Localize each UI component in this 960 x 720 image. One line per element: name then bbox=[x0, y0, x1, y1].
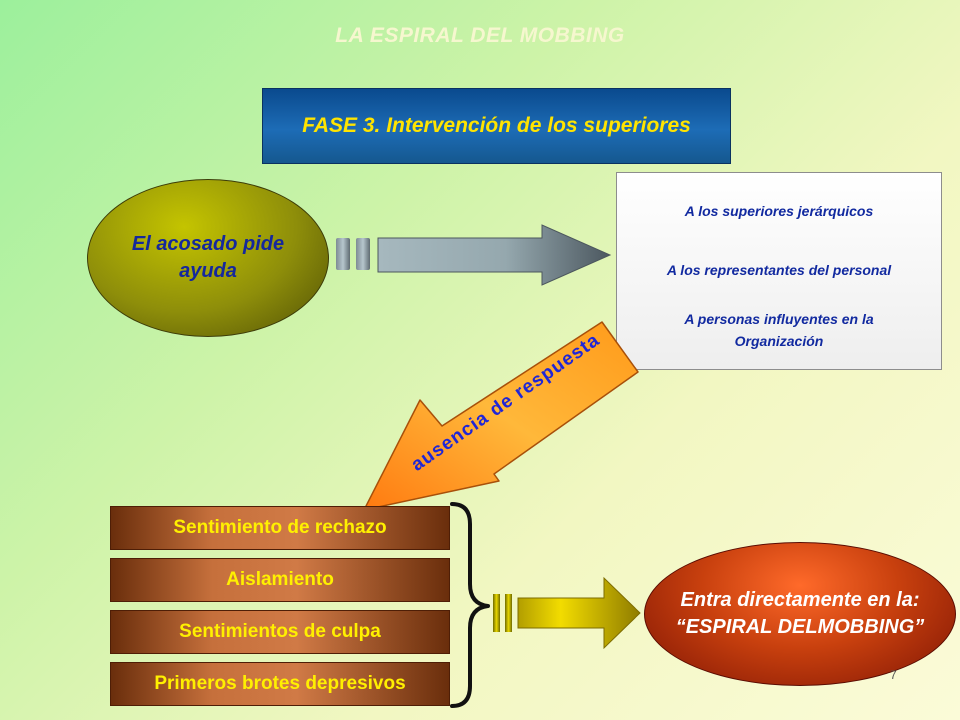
phase-title: FASE 3. Intervención de los superiores bbox=[302, 114, 691, 137]
target-superiors: A los superiores jerárquicos bbox=[684, 203, 874, 219]
target-representatives: A los representantes del personal bbox=[666, 262, 892, 278]
right-arrow-icon bbox=[517, 576, 641, 650]
feeling-label: Primeros brotes depresivos bbox=[154, 673, 406, 694]
phase-title-box: FASE 3. Intervención de los superiores bbox=[262, 88, 731, 164]
feeling-label: Aislamiento bbox=[226, 569, 334, 590]
arrow-bar bbox=[356, 238, 370, 270]
slide-number: 7 bbox=[890, 668, 897, 682]
arrow-bar bbox=[505, 594, 512, 632]
feeling-guilt: Sentimientos de culpa bbox=[110, 610, 450, 654]
right-brace-icon bbox=[450, 502, 490, 708]
target-organization: Organización bbox=[734, 333, 824, 349]
arrow-bar bbox=[336, 238, 350, 270]
feeling-label: Sentimiento de rechazo bbox=[173, 517, 387, 538]
feeling-rejection: Sentimiento de rechazo bbox=[110, 506, 450, 550]
diagonal-arrow-icon bbox=[363, 321, 639, 511]
mobbing-spiral-ellipse: Entra directamente en la: “ESPIRAL DELMO… bbox=[644, 542, 956, 686]
slide-title: LA ESPIRAL DEL MOBBING bbox=[335, 24, 625, 47]
feeling-depression: Primeros brotes depresivos bbox=[110, 662, 450, 706]
result-line2: “ESPIRAL DELMOBBING” bbox=[675, 616, 925, 638]
targets-box: A los superiores jerárquicos A los repre… bbox=[616, 172, 942, 370]
help-request-ellipse: El acosado pide ayuda bbox=[87, 179, 329, 337]
arrow-bar bbox=[493, 594, 500, 632]
right-arrow-icon bbox=[377, 224, 612, 286]
target-influential-people: A personas influyentes en la bbox=[684, 311, 874, 327]
feeling-label: Sentimientos de culpa bbox=[179, 621, 381, 642]
help-request-line1: El acosado pide bbox=[131, 233, 285, 255]
help-request-line2: ayuda bbox=[179, 260, 237, 282]
feeling-isolation: Aislamiento bbox=[110, 558, 450, 602]
result-line1: Entra directamente en la: bbox=[680, 589, 920, 611]
